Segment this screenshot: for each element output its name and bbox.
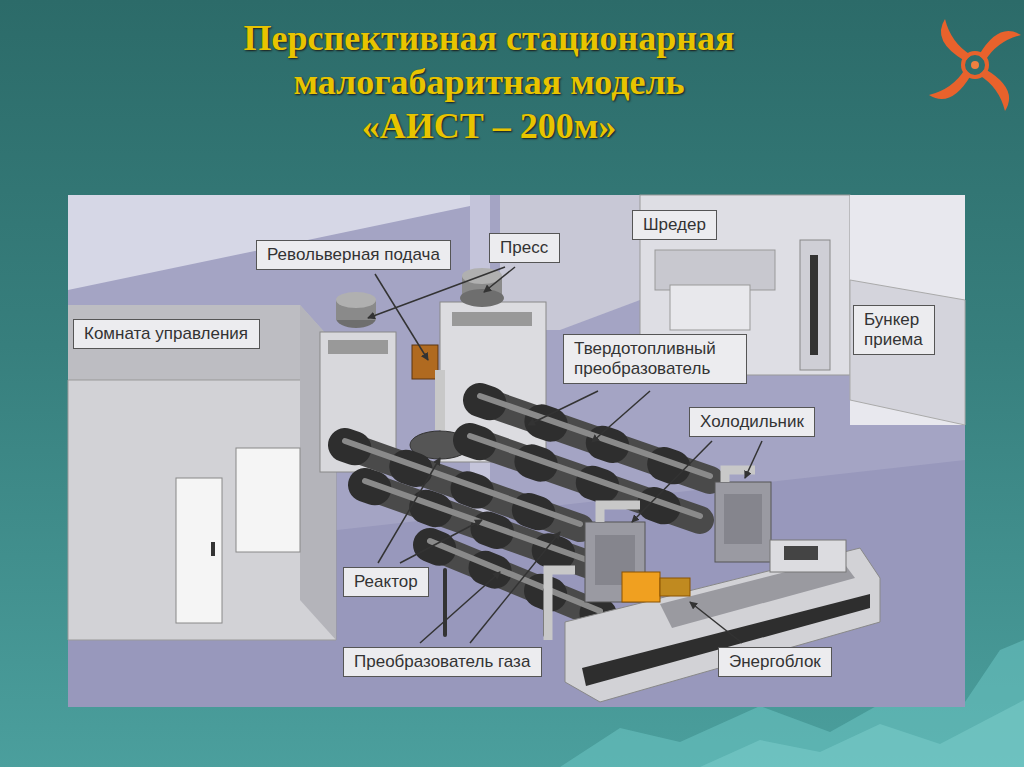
callout-label: Револьверная подача xyxy=(267,245,440,265)
background-mountains xyxy=(700,700,1024,767)
hall xyxy=(68,195,470,290)
control-room xyxy=(176,478,222,623)
revolver-feed xyxy=(412,345,438,379)
callout-box: Пресс xyxy=(489,233,560,263)
leader-lines xyxy=(592,391,650,442)
callout-box: Холодильник xyxy=(689,407,815,437)
shredder-building xyxy=(655,250,775,290)
leader-lines xyxy=(400,520,482,563)
hall xyxy=(68,195,965,707)
control-room xyxy=(68,380,336,640)
leader-lines xyxy=(375,274,428,360)
presses xyxy=(452,312,532,326)
reactor-tubes xyxy=(365,481,590,561)
revolver-feed xyxy=(435,370,445,430)
callout-box: Комната управления xyxy=(73,319,260,349)
reactor-tubes xyxy=(345,396,710,635)
control-room xyxy=(68,305,336,380)
callout-label: Пресс xyxy=(500,238,549,258)
logo-swirl xyxy=(941,19,971,61)
callout-box: Энергоблок xyxy=(718,647,832,677)
leader-lines xyxy=(420,572,500,643)
coolers xyxy=(725,470,755,482)
reactor-tubes xyxy=(430,545,600,615)
receiving-bunker xyxy=(850,280,965,425)
reactor-tubes xyxy=(443,570,447,635)
callout-box: Твердотопливный преобразователь xyxy=(563,334,747,384)
callout-box: Шредер xyxy=(632,210,717,240)
leader-lines xyxy=(745,441,762,478)
control-room xyxy=(211,542,215,556)
presses xyxy=(336,292,376,308)
callout-box: Револьверная подача xyxy=(256,240,451,270)
reactor-tubes xyxy=(430,545,600,615)
receiving-bunker xyxy=(850,195,965,425)
callout-label: Холодильник xyxy=(700,412,804,432)
shredder-building xyxy=(670,285,750,330)
callout-label: Бункер приема xyxy=(864,310,924,350)
shredder-building xyxy=(800,240,830,370)
callout-label: Комната управления xyxy=(84,324,249,344)
control-room xyxy=(68,305,336,640)
logo-swirl xyxy=(929,69,971,99)
shredder-building xyxy=(810,255,818,355)
callout-box: Реактор xyxy=(343,567,429,597)
logo-swirl xyxy=(979,69,1009,111)
callout-label: Преобразователь газа xyxy=(354,652,531,672)
control-room xyxy=(236,448,300,552)
receiving-bunker xyxy=(850,195,965,425)
energy-block xyxy=(784,546,818,560)
logo-swirl xyxy=(929,19,1021,111)
logo-swirl xyxy=(971,61,979,69)
leader-lines xyxy=(528,391,598,425)
callout-label: Энергоблок xyxy=(729,652,821,672)
callout-label: Твердотопливный преобразователь xyxy=(574,339,736,379)
presses xyxy=(460,289,504,307)
hall xyxy=(68,195,965,707)
reactor-tubes xyxy=(430,541,600,611)
slide-title: Перспективная стационарная малогабаритна… xyxy=(239,16,739,148)
coolers xyxy=(715,482,771,562)
energy-block xyxy=(770,540,846,572)
energy-block xyxy=(565,540,880,702)
coolers xyxy=(724,494,762,544)
energy-block xyxy=(660,578,690,596)
callout-box: Преобразователь газа xyxy=(343,647,542,677)
energy-block xyxy=(622,572,660,602)
presses xyxy=(328,340,388,354)
callout-box: Бункер приема xyxy=(853,305,935,355)
logo-swirl xyxy=(979,31,1021,61)
callout-label: Шредер xyxy=(643,215,706,235)
leader-lines xyxy=(632,441,712,522)
leader-lines xyxy=(690,602,742,643)
leader-lines xyxy=(484,267,515,292)
leader-lines xyxy=(470,532,560,643)
callout-label: Реактор xyxy=(354,572,418,592)
